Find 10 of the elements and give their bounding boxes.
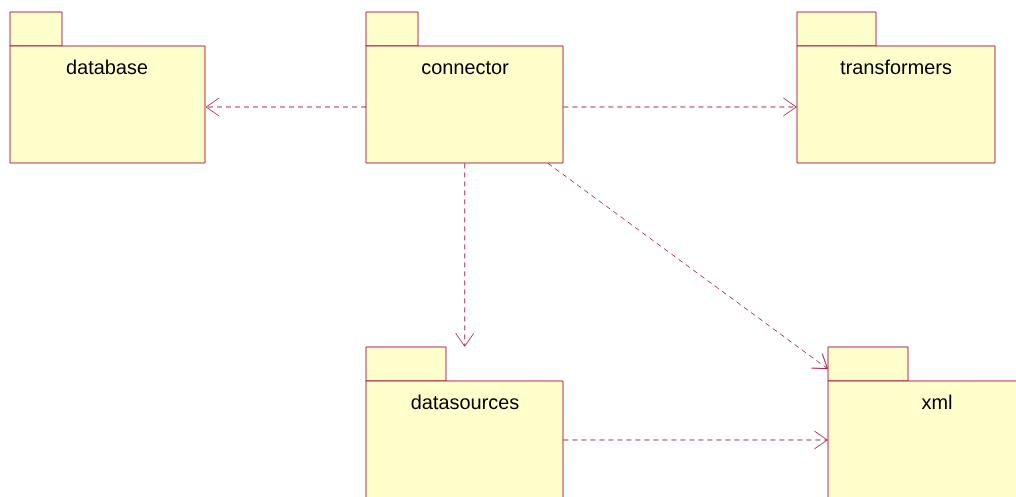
dependency-arrow xyxy=(205,97,367,117)
dependency-arrow xyxy=(563,97,797,117)
dependency-arrow xyxy=(563,430,828,450)
package-box: connector xyxy=(365,11,564,164)
dependency-arrow xyxy=(455,163,475,347)
dependency-arrow xyxy=(547,163,828,369)
package-box: datasources xyxy=(365,346,564,497)
package-box: xml xyxy=(827,346,1016,497)
package-box: transformers xyxy=(796,11,996,164)
package-box: database xyxy=(9,11,206,164)
